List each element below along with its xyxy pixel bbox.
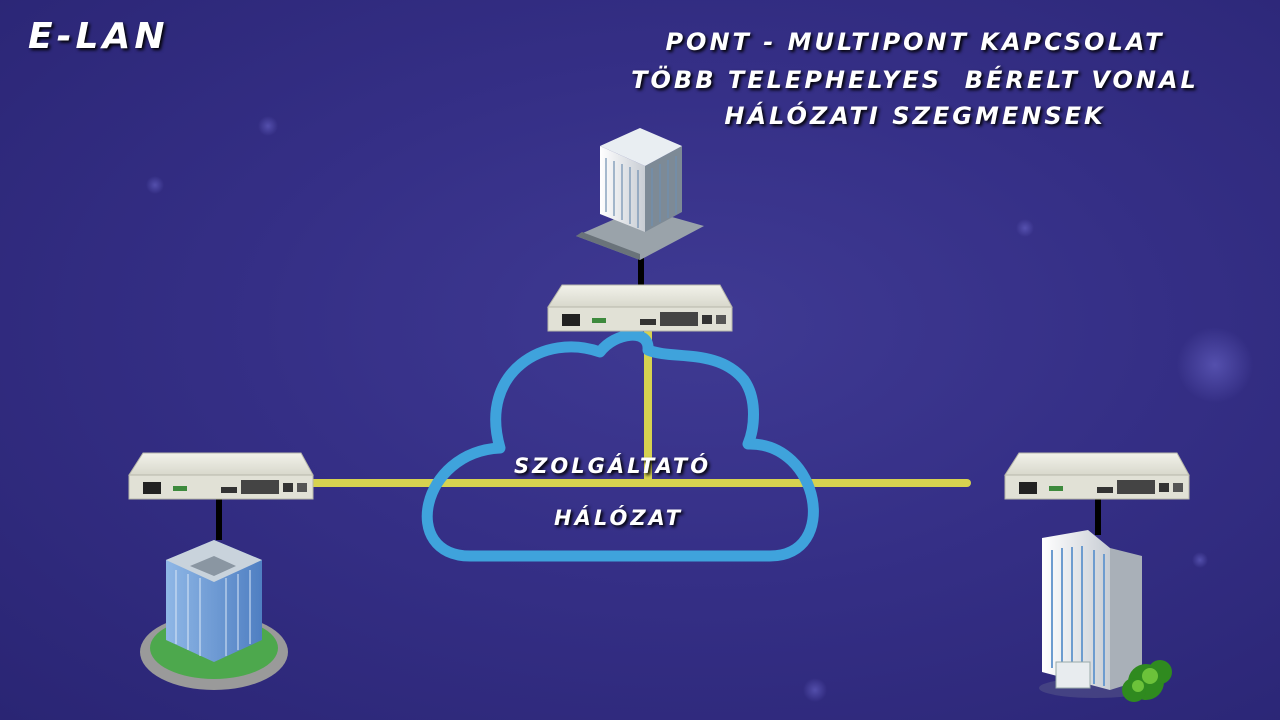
- background-bokeh: [146, 116, 1253, 702]
- page-title: E-LAN: [28, 16, 169, 57]
- building-icon: [1039, 530, 1172, 702]
- network-switch-icon: [1004, 452, 1190, 500]
- network-switch-icon: [547, 284, 733, 332]
- building-icon: [576, 128, 704, 260]
- header-line-2: TÖBB TELEPHELYES BÉRELT VONAL: [631, 66, 1199, 94]
- building-icon: [140, 540, 288, 690]
- header-line-1: PONT - MULTIPONT KAPCSOLAT: [665, 28, 1165, 56]
- cloud-icon: [421, 329, 819, 562]
- cloud-label-line-1: SZOLGÁLTATÓ: [514, 454, 712, 478]
- cloud-label-line-2: HÁLÓZAT: [554, 506, 684, 530]
- header-line-3: HÁLÓZATI SZEGMENSEK: [724, 102, 1106, 130]
- network-switch-icon: [128, 452, 314, 500]
